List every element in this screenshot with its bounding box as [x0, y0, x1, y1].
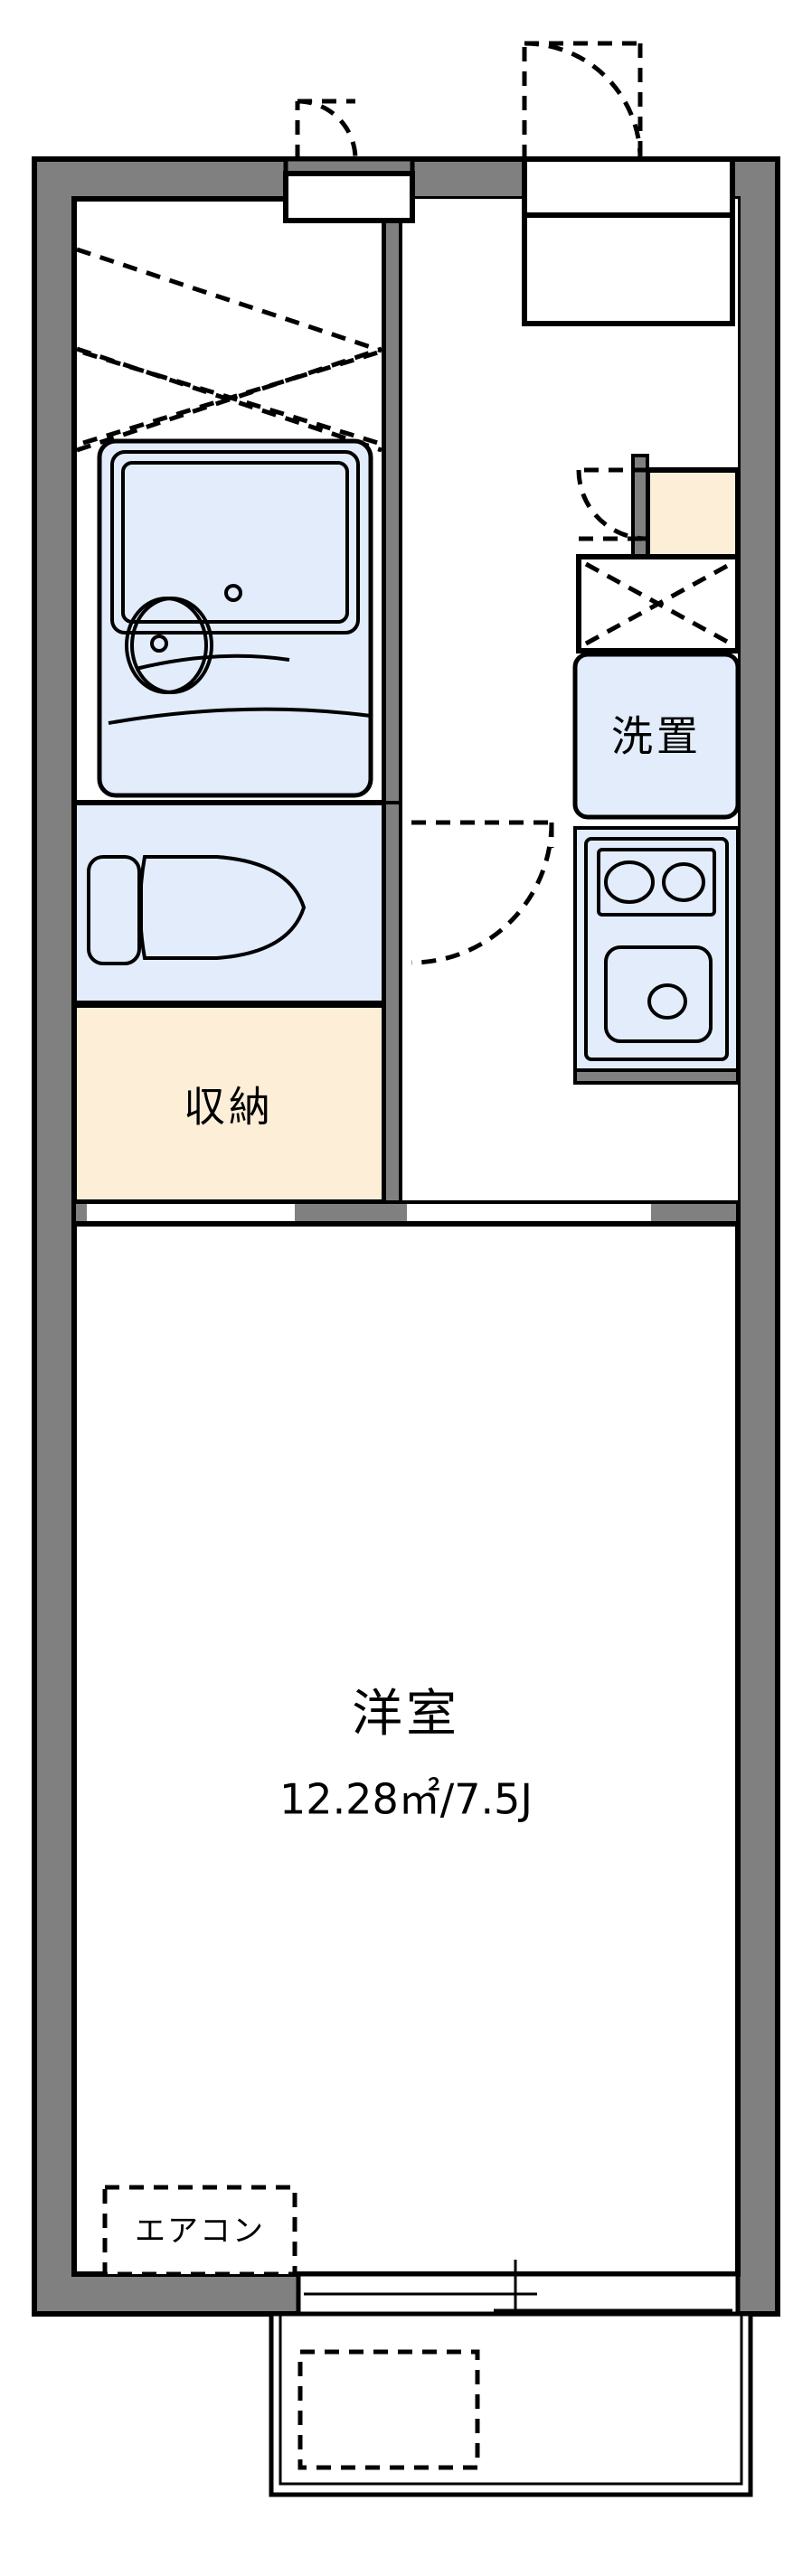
toilet-room — [71, 800, 387, 1006]
washing-machine-space — [572, 652, 741, 820]
meter-box — [283, 171, 415, 223]
balcony-window — [296, 2260, 741, 2330]
kitchen-base-wall — [573, 1068, 740, 1085]
wet-area-partition — [382, 197, 402, 804]
balcony-slab — [269, 2311, 753, 2497]
kitchen-entry-door — [576, 467, 648, 541]
wet-area-block: 収納 — [71, 196, 387, 1205]
meter-door — [295, 99, 358, 160]
entrance-top-area — [283, 41, 735, 326]
aircon-box — [102, 2185, 297, 2277]
main-room-floor — [71, 1221, 741, 2277]
main-room: 洋室 12.28㎡/7.5J — [71, 1221, 741, 2277]
door-opening-left — [87, 1204, 295, 1222]
storage-label: 収納 — [184, 1083, 274, 1132]
main-room-area: 12.28㎡/7.5J — [279, 1775, 533, 1824]
door-opening-right — [407, 1204, 651, 1222]
burner-left — [604, 860, 655, 904]
bathroom-door — [411, 820, 554, 965]
entrance-genkan-step — [522, 212, 735, 326]
kitchen-unit — [573, 826, 740, 1072]
interior-door-group — [82, 350, 554, 965]
kitchen-column: 洗置 — [572, 454, 741, 1085]
main-room-name: 洋室 — [352, 1685, 460, 1744]
stove-top — [597, 848, 716, 917]
sink-bowl — [604, 945, 713, 1043]
hall-partition — [382, 801, 402, 1204]
laundry-label: 洗置 — [611, 712, 702, 761]
balcony — [269, 2311, 753, 2497]
entrance-hall — [382, 197, 402, 1204]
bathtub-fixture — [97, 438, 373, 798]
aircon-group: エアコン — [102, 2185, 297, 2277]
shoe-box — [645, 467, 741, 559]
aircon-label: エアコン — [135, 2214, 265, 2250]
balcony-inner-line — [279, 2312, 743, 2486]
bath-lobby-dashed-x — [82, 350, 379, 446]
storage-room — [71, 1002, 387, 1205]
entrance-door — [522, 41, 643, 160]
toilet-bowl-fixture — [87, 855, 307, 965]
sink-drain — [647, 983, 687, 1020]
burner-right — [662, 862, 705, 902]
entrance-door-threshold — [522, 156, 735, 218]
overhead-cabinet-dashed-x — [584, 561, 732, 646]
